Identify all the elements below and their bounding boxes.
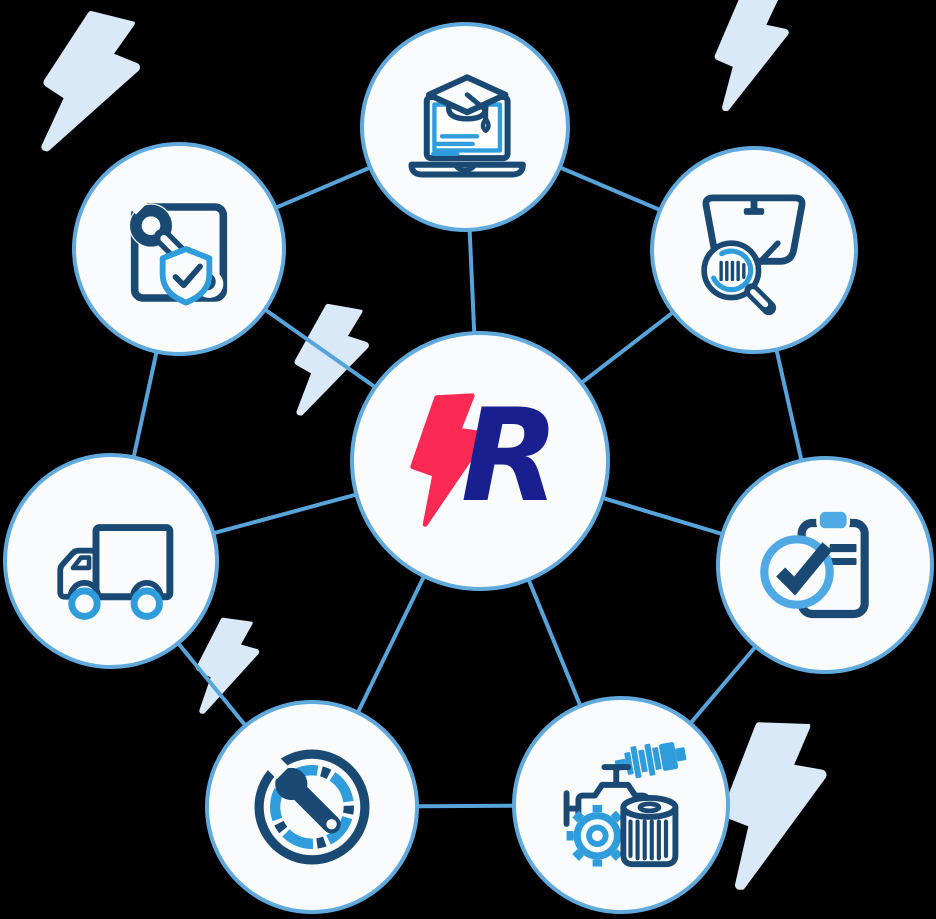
gauge-wrench-icon [254, 749, 370, 865]
wrench-icon [260, 750, 341, 834]
node-inspection-checklist [716, 456, 934, 674]
oil-filter-icon [620, 794, 679, 868]
logo-lightning-icon [409, 393, 489, 527]
node-delivery [3, 453, 219, 669]
node-service-gauge [205, 700, 419, 914]
node-repair-warranty [72, 142, 286, 356]
wrench-shield-check-icon [117, 183, 228, 306]
engine-gear-oil-filter-spark-plug-icon [563, 742, 687, 868]
brand-logo-hub: R [350, 331, 610, 591]
node-engine-parts [512, 696, 730, 914]
node-online-training [360, 22, 570, 232]
spark-plug-icon [614, 742, 687, 779]
gear-icon [566, 805, 629, 867]
shield-check-icon [159, 246, 213, 306]
engine-icon [563, 764, 661, 834]
logo-letter: R [460, 382, 560, 531]
delivery-truck-icon [57, 524, 174, 620]
brand-logo: R [405, 382, 560, 531]
laptop-graduation-cap-icon [408, 74, 526, 178]
node-windshield-identification [650, 146, 858, 354]
clipboard-checkmark-icon [760, 508, 869, 619]
windshield-magnifier-barcode-icon [701, 194, 806, 316]
